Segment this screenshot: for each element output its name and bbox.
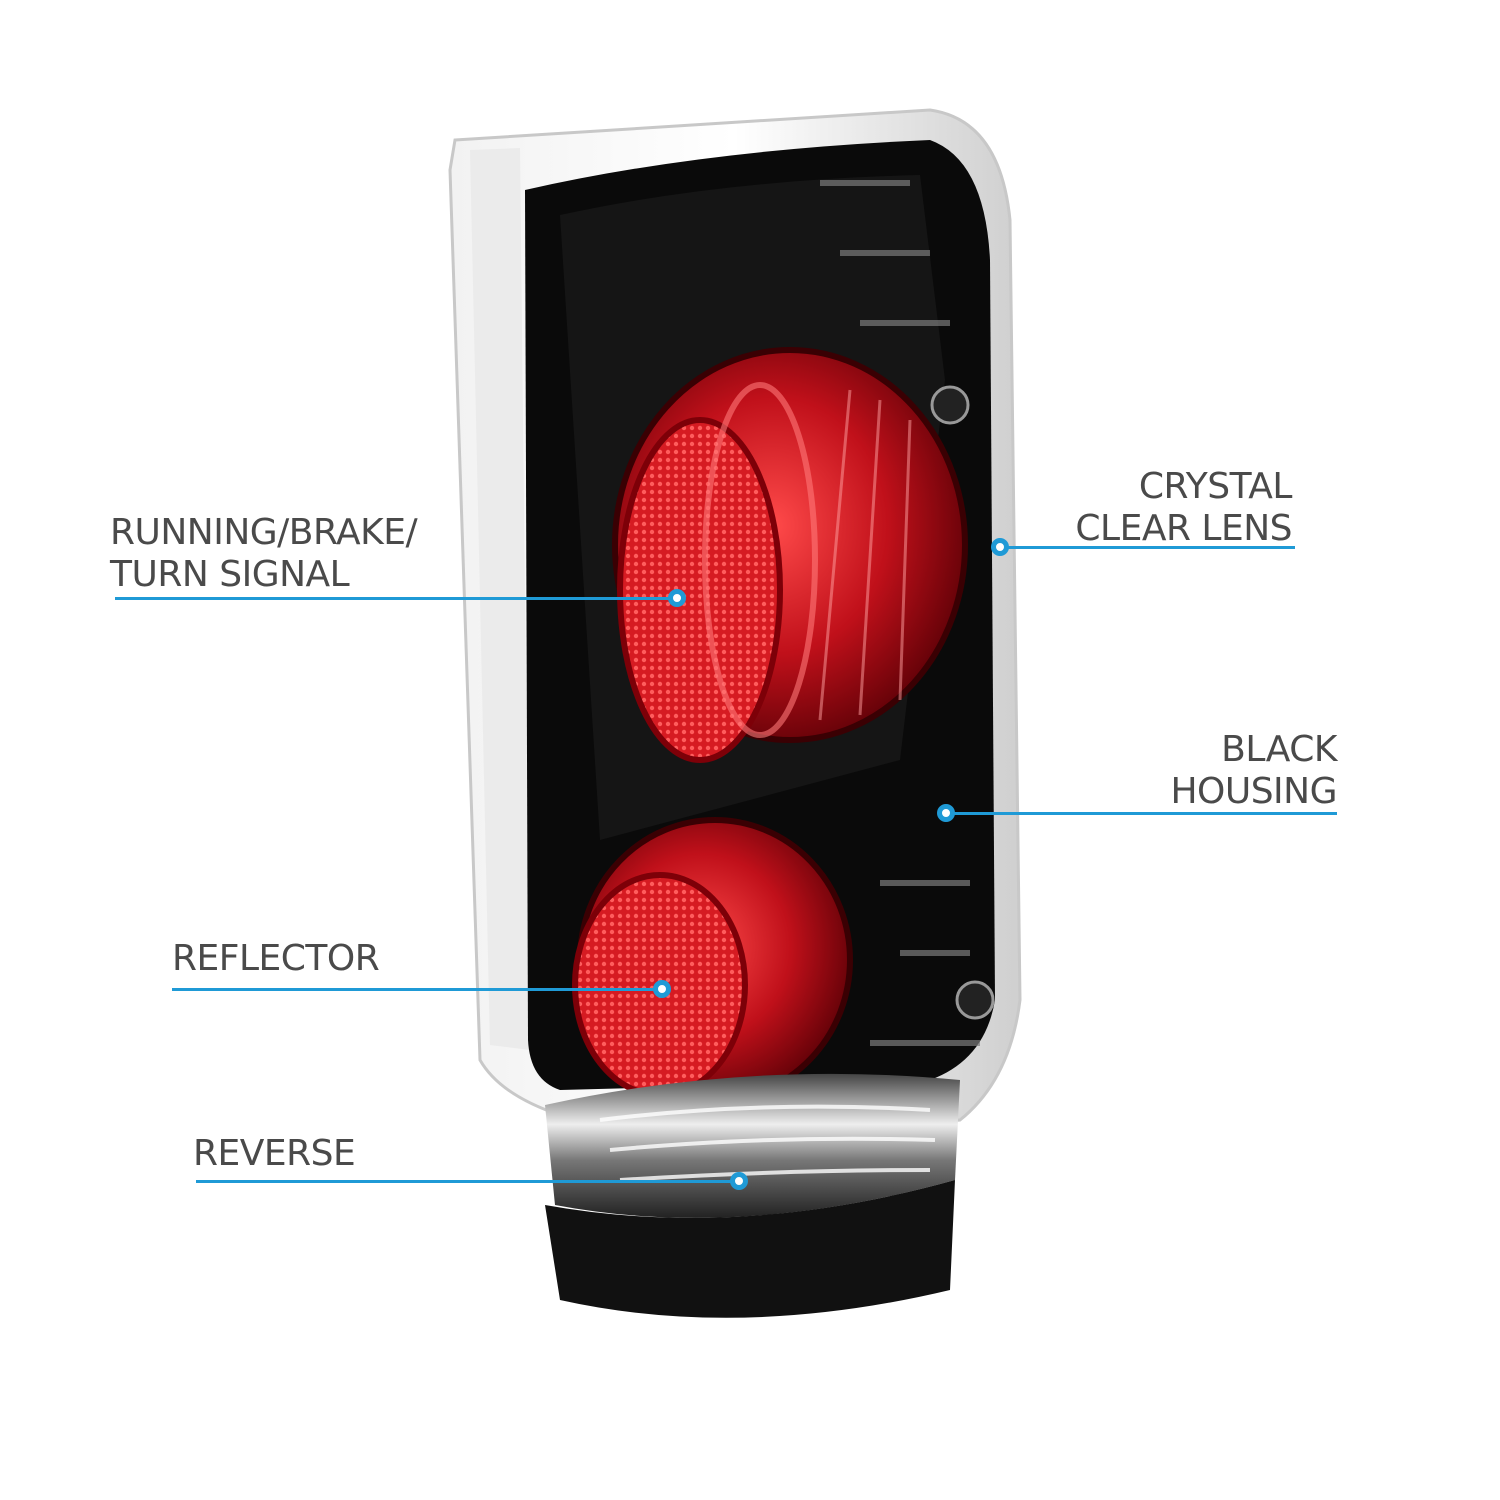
callout-running-brake-turn-signal: RUNNING/BRAKE/ TURN SIGNAL bbox=[110, 512, 418, 596]
reflector-lamp bbox=[572, 817, 853, 1103]
callout-housing-line-2: HOUSING bbox=[1170, 771, 1337, 812]
callout-crystal-line-2: CLEAR LENS bbox=[1075, 508, 1292, 549]
callout-housing-line-1: BLACK bbox=[1221, 729, 1337, 770]
callout-reverse-dot bbox=[730, 1172, 748, 1190]
callout-running-line-2: TURN SIGNAL bbox=[110, 554, 350, 595]
callout-crystal-line bbox=[1000, 546, 1295, 549]
callout-running-line bbox=[115, 597, 680, 600]
callout-running-line-1: RUNNING/BRAKE/ bbox=[110, 512, 418, 553]
callout-housing-line bbox=[946, 812, 1337, 815]
reverse-lamp bbox=[545, 1073, 960, 1318]
running-brake-lamp bbox=[612, 347, 968, 763]
callout-black-housing: BLACK HOUSING bbox=[1100, 729, 1337, 813]
callout-reverse: REVERSE bbox=[193, 1133, 356, 1175]
callout-crystal-dot bbox=[991, 538, 1009, 556]
callout-reflector: REFLECTOR bbox=[172, 938, 380, 980]
callout-crystal-clear-lens: CRYSTAL CLEAR LENS bbox=[1040, 466, 1292, 550]
callout-reflector-label: REFLECTOR bbox=[172, 938, 380, 979]
callout-running-dot bbox=[668, 589, 686, 607]
callout-crystal-line-1: CRYSTAL bbox=[1138, 466, 1293, 507]
callout-reverse-line bbox=[196, 1180, 742, 1183]
callout-housing-dot bbox=[937, 804, 955, 822]
callout-reflector-line bbox=[172, 988, 664, 991]
callout-reflector-dot bbox=[653, 980, 671, 998]
callout-reverse-label: REVERSE bbox=[193, 1133, 356, 1174]
